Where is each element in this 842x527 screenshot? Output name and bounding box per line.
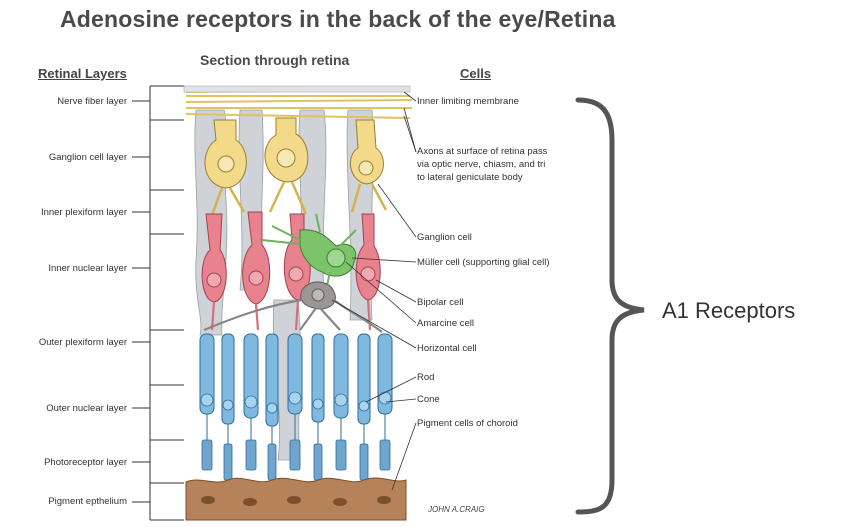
nerve-fiber-axons bbox=[186, 90, 412, 118]
photoreceptor-outer-segments bbox=[202, 440, 390, 480]
ganglion-cells bbox=[205, 118, 383, 188]
inner-limiting-membrane bbox=[184, 86, 410, 92]
horizontal-cell bbox=[301, 282, 336, 309]
layer-brackets bbox=[132, 86, 184, 520]
a1-bracket bbox=[578, 100, 644, 512]
photoreceptor-cells bbox=[200, 334, 392, 426]
